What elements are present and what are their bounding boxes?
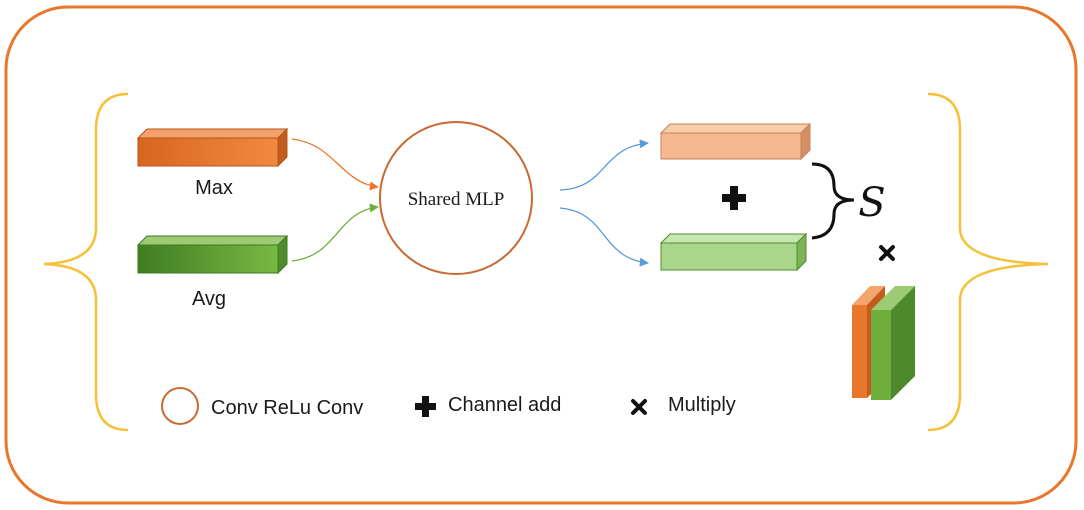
legend-multiply-icon	[631, 399, 647, 415]
mlp-to-bottom-arrow	[559, 207, 649, 267]
max-to-mlp-arrow	[291, 138, 379, 191]
shared-mlp-circle	[379, 121, 533, 275]
legend-multiply-label: Multiply	[668, 394, 736, 416]
left-brace	[43, 92, 129, 432]
avg-label: Avg	[192, 288, 226, 310]
max-label: Max	[195, 177, 233, 199]
input-feature-maps	[852, 286, 915, 400]
channel-add-icon	[722, 186, 746, 210]
mlp-to-top-arrow	[559, 139, 649, 191]
avg-output-block	[659, 232, 808, 272]
avg-to-mlp-arrow	[291, 203, 379, 262]
merge-brace	[811, 162, 855, 240]
max-output-block	[659, 122, 812, 161]
max-feature-block	[136, 127, 289, 168]
legend-add-label: Channel add	[448, 394, 561, 416]
output-symbol: S	[858, 180, 885, 226]
right-brace	[927, 92, 1049, 432]
shared-mlp-label: Shared MLP	[408, 189, 505, 210]
outer-frame	[4, 5, 1078, 505]
multiply-icon	[879, 245, 895, 261]
legend-circle-label: Conv ReLu Conv	[211, 397, 363, 419]
legend-circle-icon	[161, 387, 199, 425]
avg-feature-block	[136, 234, 289, 275]
legend-add-icon	[415, 396, 436, 417]
